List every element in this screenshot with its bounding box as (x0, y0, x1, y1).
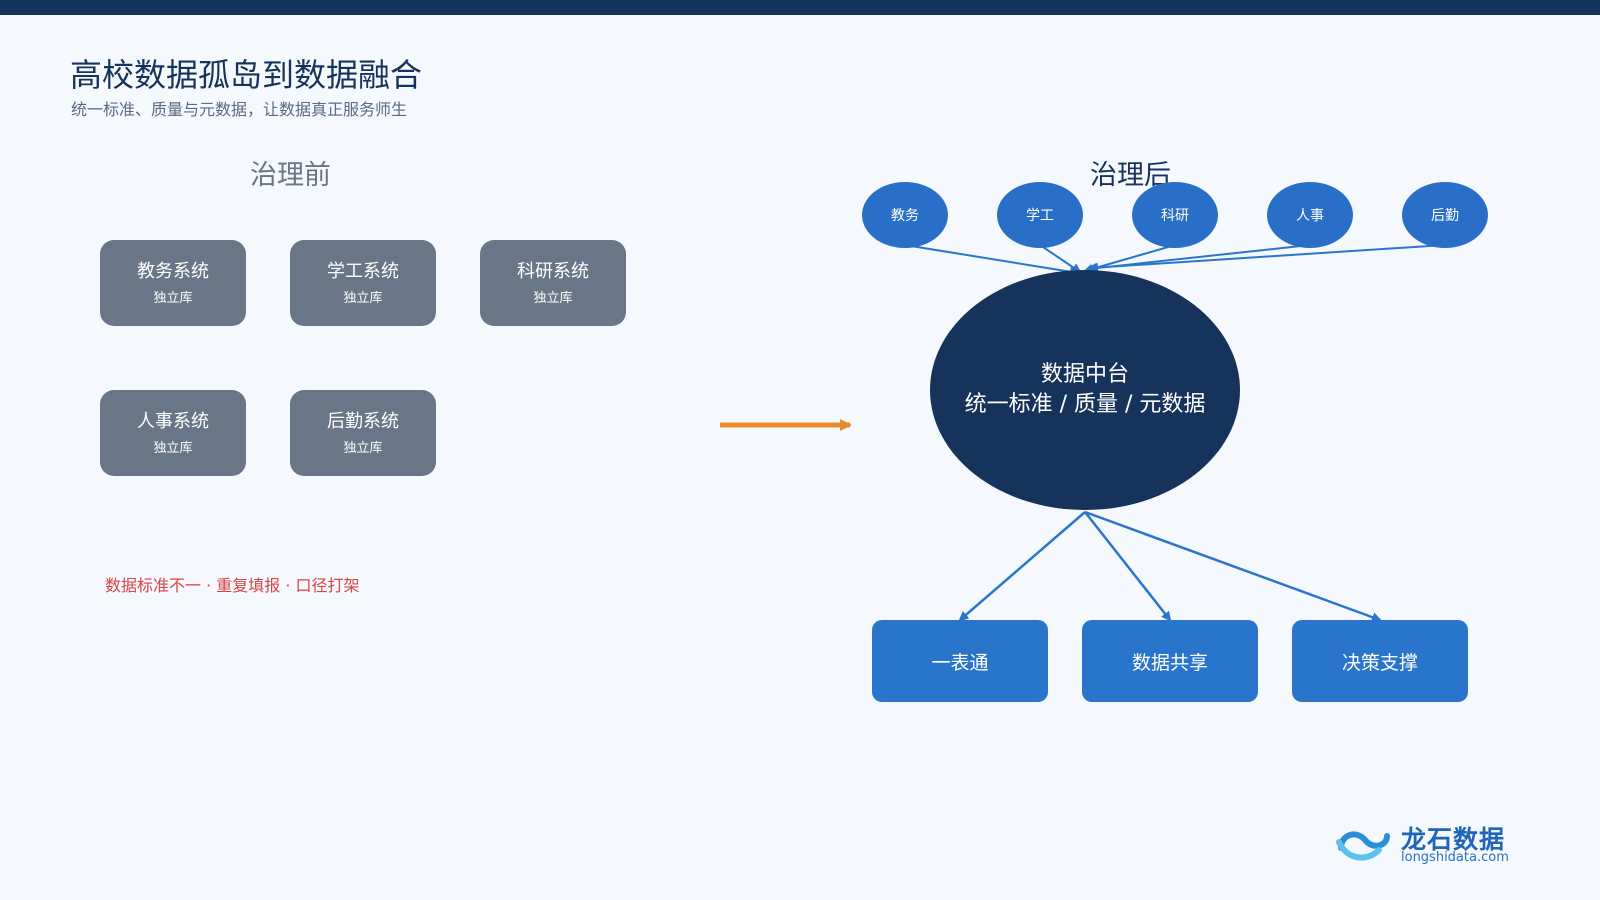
legacy-system-db: 独立库 (343, 441, 383, 456)
legacy-system-academic: 教务系统 独立库 (100, 240, 246, 326)
output-box: 数据共享 (1082, 620, 1258, 702)
source-bubble: 人事 (1267, 182, 1353, 248)
page-subtitle: 统一标准、质量与元数据，让数据真正服务师生 (71, 100, 408, 119)
output-box: 一表通 (872, 620, 1048, 702)
output-connector (1084, 510, 1382, 622)
logo-name: 龙石数据 (1401, 825, 1506, 854)
hub-description: 统一标准 / 质量 / 元数据 (964, 392, 1206, 417)
legacy-system-db: 独立库 (153, 441, 193, 456)
legacy-system-research: 科研系统 独立库 (480, 240, 626, 326)
hub-title: 数据中台 (1040, 362, 1129, 387)
legacy-system-student-affairs: 学工系统 独立库 (290, 240, 436, 326)
legacy-system-db: 独立库 (153, 291, 193, 306)
company-logo: 龙石数据 longshidata.com (1333, 820, 1533, 870)
source-connector (1039, 244, 1082, 274)
logo-domain: longshidata.com (1401, 850, 1509, 865)
output-box: 决策支撑 (1292, 620, 1468, 702)
legacy-system-name: 教务系统 (137, 261, 209, 282)
output-connector (958, 511, 1086, 622)
top-bar (0, 0, 1600, 15)
legacy-system-name: 人事系统 (137, 411, 209, 432)
data-platform-hub: 数据中台 统一标准 / 质量 / 元数据 (930, 270, 1240, 510)
source-connector (1088, 244, 1446, 273)
source-bubble: 科研 (1132, 182, 1218, 248)
legacy-system-db: 独立库 (343, 291, 383, 306)
source-bubble: 教务 (862, 182, 948, 248)
before-label: 治理前 (250, 160, 331, 191)
legacy-system-db: 独立库 (533, 291, 573, 306)
source-bubble: 学工 (997, 182, 1083, 248)
source-bubble: 后勤 (1402, 182, 1488, 248)
problem-summary: 数据标准不一 · 重复填报 · 口径打架 (105, 576, 360, 595)
page-title: 高校数据孤岛到数据融合 (70, 56, 423, 94)
output-connector (1084, 511, 1172, 622)
legacy-system-name: 后勤系统 (327, 411, 399, 432)
legacy-system-name: 科研系统 (517, 261, 589, 282)
source-connector (904, 244, 1080, 277)
legacy-system-name: 学工系统 (327, 261, 399, 282)
legacy-system-logistics: 后勤系统 独立库 (290, 390, 436, 476)
legacy-system-hr: 人事系统 独立库 (100, 390, 246, 476)
logo-icon (1336, 831, 1390, 861)
